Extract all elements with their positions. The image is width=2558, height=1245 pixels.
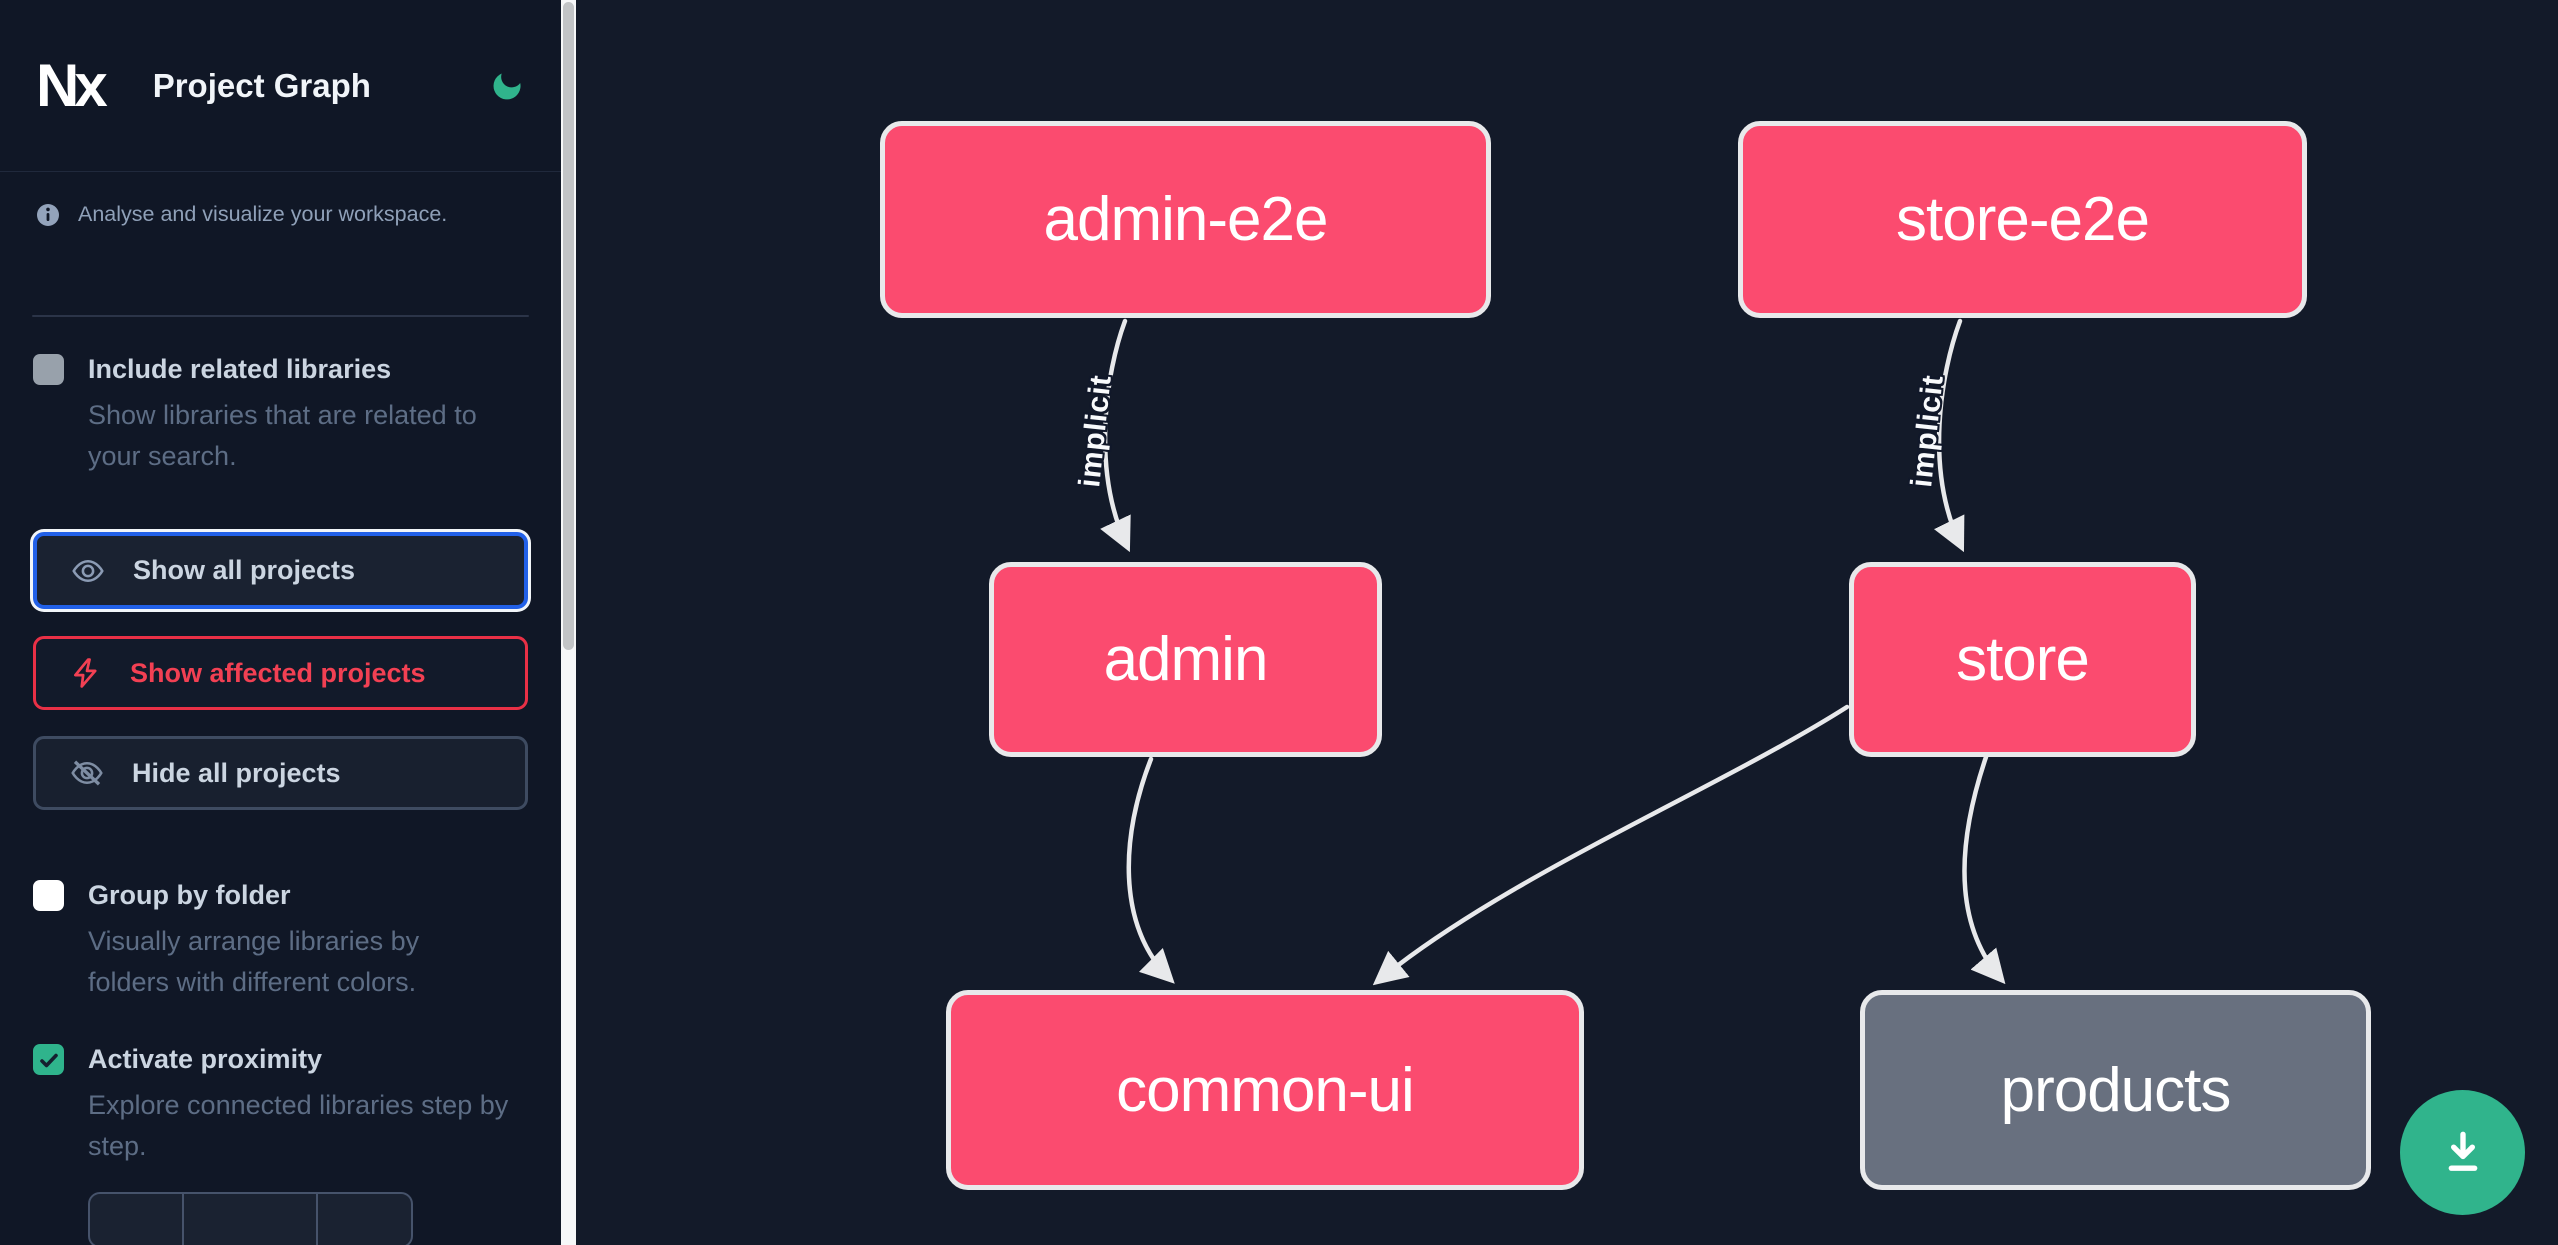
moon-icon bbox=[489, 68, 525, 104]
eye-off-icon bbox=[69, 755, 105, 791]
search-box bbox=[32, 315, 529, 317]
graph-node-store-e2e[interactable]: store-e2e bbox=[1738, 121, 2307, 318]
project-visibility-buttons: Show all projects Show affected projects bbox=[33, 532, 528, 810]
show-all-projects-button[interactable]: Show all projects bbox=[33, 532, 528, 609]
activate-proximity-toggle: Activate proximity Explore connected lib… bbox=[33, 1044, 528, 1166]
include-related-toggle: Include related libraries Show libraries… bbox=[33, 354, 528, 476]
edges-layer bbox=[1100, 318, 2006, 986]
node-label: admin-e2e bbox=[1043, 185, 1329, 254]
node-label: common-ui bbox=[1116, 1055, 1415, 1125]
node-label: products bbox=[2000, 1055, 2232, 1125]
group-by-folder-checkbox[interactable] bbox=[33, 880, 64, 911]
info-icon bbox=[36, 203, 60, 227]
tagline-row: Analyse and visualize your workspace. bbox=[0, 202, 561, 227]
graph-node-admin-e2e[interactable]: admin-e2e bbox=[880, 121, 1491, 318]
node-label: store-e2e bbox=[1896, 185, 2150, 254]
node-label: admin bbox=[1103, 625, 1269, 694]
sidebar-header: Nx Project Graph bbox=[0, 0, 561, 172]
proximity-depth-stepper[interactable] bbox=[88, 1192, 413, 1245]
stepper-decrement[interactable] bbox=[90, 1194, 182, 1245]
graph-node-common-ui[interactable]: common-ui bbox=[946, 990, 1584, 1190]
include-related-label: Include related libraries bbox=[88, 354, 392, 384]
activate-proximity-checkbox[interactable] bbox=[33, 1044, 64, 1075]
activate-proximity-description: Explore connected libraries step by step… bbox=[88, 1090, 509, 1161]
stepper-value bbox=[182, 1194, 318, 1245]
show-affected-projects-button[interactable]: Show affected projects bbox=[33, 636, 528, 710]
group-by-folder-toggle: Group by folder Visually arrange librari… bbox=[33, 880, 528, 1002]
download-graph-button[interactable] bbox=[2400, 1090, 2525, 1215]
show-all-projects-label: Show all projects bbox=[133, 555, 356, 585]
hide-all-projects-button[interactable]: Hide all projects bbox=[33, 736, 528, 810]
page-title: Project Graph bbox=[152, 66, 371, 104]
include-related-checkbox[interactable] bbox=[33, 354, 64, 385]
tagline-text: Analyse and visualize your workspace. bbox=[78, 202, 448, 226]
node-label: store bbox=[1956, 625, 2090, 694]
include-related-description: Show libraries that are related to your … bbox=[88, 400, 477, 471]
bolt-icon bbox=[69, 656, 103, 690]
edge-store-to-products bbox=[1962, 754, 2006, 985]
group-by-folder-label: Group by folder bbox=[88, 880, 291, 910]
check-icon bbox=[37, 1048, 61, 1072]
edge-admin-e2e-to-admin bbox=[1100, 318, 1131, 553]
edge-admin-to-common-ui bbox=[1126, 756, 1175, 984]
hide-all-projects-label: Hide all projects bbox=[132, 757, 341, 788]
graph-node-products[interactable]: products bbox=[1860, 990, 2371, 1190]
activate-proximity-label: Activate proximity bbox=[88, 1044, 323, 1074]
stepper-increment[interactable] bbox=[318, 1194, 411, 1245]
nx-logo: Nx bbox=[36, 52, 108, 119]
graph-node-store[interactable]: store bbox=[1849, 562, 2196, 757]
graph-canvas[interactable]: implicit implicit admin-e2e store-e2e ad… bbox=[576, 0, 2558, 1245]
theme-toggle-button[interactable] bbox=[489, 68, 525, 104]
eye-icon bbox=[70, 553, 106, 589]
download-icon bbox=[2435, 1125, 2491, 1181]
sidebar: Nx Project Graph Analyse and visualize y… bbox=[0, 0, 561, 1245]
sidebar-scrollbar[interactable] bbox=[561, 0, 576, 1245]
graph-node-admin[interactable]: admin bbox=[989, 562, 1382, 757]
include-related-row[interactable]: Include related libraries bbox=[33, 354, 528, 385]
show-affected-projects-label: Show affected projects bbox=[130, 657, 426, 688]
edge-store-to-common-ui bbox=[1372, 704, 1850, 986]
scrollbar-thumb[interactable] bbox=[563, 2, 574, 650]
edge-store-e2e-to-store bbox=[1934, 318, 1965, 553]
group-by-folder-description: Visually arrange libraries by folders wi… bbox=[88, 926, 420, 997]
activate-proximity-row[interactable]: Activate proximity bbox=[33, 1044, 528, 1075]
group-by-folder-row[interactable]: Group by folder bbox=[33, 880, 528, 911]
